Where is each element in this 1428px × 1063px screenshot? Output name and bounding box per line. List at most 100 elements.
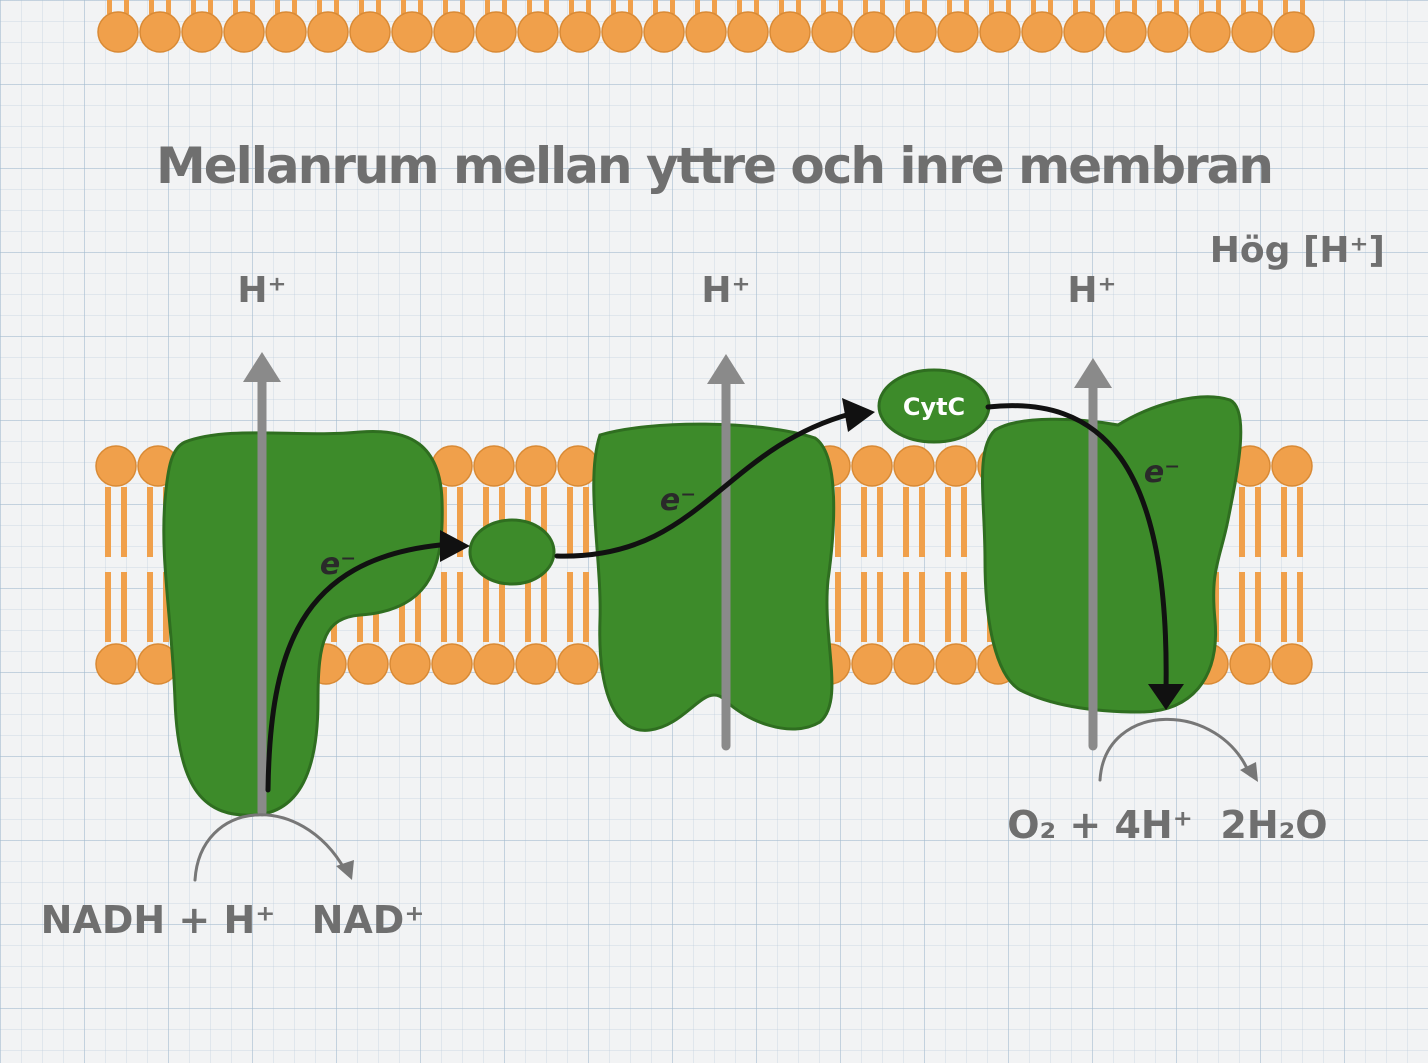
phospholipid-head [557,445,599,487]
electron-arrow-2 [554,411,853,559]
proton-label-2: H⁺ [701,270,750,311]
high-proton-label: Hög [H⁺] [1210,230,1385,271]
phospholipid-head [1189,11,1231,53]
lipid-tail [821,0,826,14]
lipid-tail [1031,0,1036,14]
lipid-tail [541,487,547,557]
lipid-tail [401,0,406,14]
lipid-tail [1174,0,1179,14]
lipid-tail [947,0,952,14]
electron-arrows [193,403,1252,882]
lipid-tail [233,0,238,14]
proton-label-3: H⁺ [1067,270,1116,311]
electron-arrowheads [336,398,1258,880]
protein-complexes [162,368,1243,817]
lipid-tail [124,0,129,14]
lipid-tail [903,572,909,642]
lipid-tail [1281,487,1287,557]
lipid-tail [611,0,616,14]
phospholipid-head [895,11,937,53]
phospholipid-head [893,445,935,487]
lipid-tail [919,487,925,557]
reaction-arc-left [193,813,347,882]
complex-3 [592,422,836,732]
reaction-arrowhead-left [336,860,354,880]
phospholipid-head [307,11,349,53]
lipid-tail [569,0,574,14]
lipid-tail [376,0,381,14]
lipid-tail [1241,0,1246,14]
lipid-tail [191,0,196,14]
title: Mellanrum mellan yttre och inre membran [156,137,1272,195]
phospholipid-head [515,643,557,685]
lipid-tail [1115,0,1120,14]
lipid-tail [163,572,169,642]
complex-4 [981,395,1243,714]
ubiquinone [468,518,556,586]
lipid-tail [1090,0,1095,14]
lipid-tail [861,572,867,642]
lipid-tail [880,0,885,14]
phospholipid-head [223,11,265,53]
lipid-tail [653,0,658,14]
phospholipid-head [473,445,515,487]
lipid-tail [499,572,505,642]
lipid-tail [945,572,951,642]
phospholipid-head [811,11,853,53]
phospholipid-head [517,11,559,53]
lipid-tail [502,0,507,14]
proton-arrowhead-1 [243,352,281,382]
lipid-tail [525,572,531,642]
lipid-tail [483,572,489,642]
phospholipid-head [601,11,643,53]
lipid-tail [1006,0,1011,14]
phospholipid-head [265,11,307,53]
phospholipid-head [515,445,557,487]
phospholipid-head [95,643,137,685]
lipid-tail [567,572,573,642]
phospholipid-head [1147,11,1189,53]
water-label: 2H₂O [1220,803,1327,847]
electron-label-1: e⁻ [320,547,356,582]
phospholipid-head [1273,11,1315,53]
proton-label-1: H⁺ [237,270,286,311]
phospholipid-head [347,643,389,685]
lipid-tail [919,572,925,642]
phospholipid-head [937,11,979,53]
lipid-tail [670,0,675,14]
lipid-tail [1048,0,1053,14]
phospholipid-head [1021,11,1063,53]
phospholipid-head [643,11,685,53]
lipid-tail [1132,0,1137,14]
electron-label-2: e⁻ [660,483,696,518]
lipid-tail [695,0,700,14]
lipid-tail [1281,572,1287,642]
lipid-tail [838,0,843,14]
lipid-tail [441,572,447,642]
lipid-tail [989,0,994,14]
lipid-tail [712,0,717,14]
phospholipid-head [1231,11,1273,53]
lipid-tail [415,572,421,642]
phospholipid-head [559,11,601,53]
lipid-tail [208,0,213,14]
phospholipid-head [139,11,181,53]
lipid-tail [1213,572,1219,642]
phospholipid-head [1229,643,1271,685]
lipid-tail [961,572,967,642]
lipid-tail [737,0,742,14]
lipid-tail [105,572,111,642]
lipid-tail [399,572,405,642]
lipid-tail [1258,0,1263,14]
lipid-tail [460,0,465,14]
reaction-arc-right [1098,717,1252,782]
phospholipid-head [1271,643,1313,685]
electron-label-3: e⁻ [1144,455,1180,490]
lipid-tail [334,0,339,14]
phospholipid-head [95,445,137,487]
lipid-tail [964,0,969,14]
nadh-label: NADH + H⁺ [41,898,276,942]
lipid-tail [835,572,841,642]
lipid-tail [1239,487,1245,557]
lipid-tail [292,0,297,14]
